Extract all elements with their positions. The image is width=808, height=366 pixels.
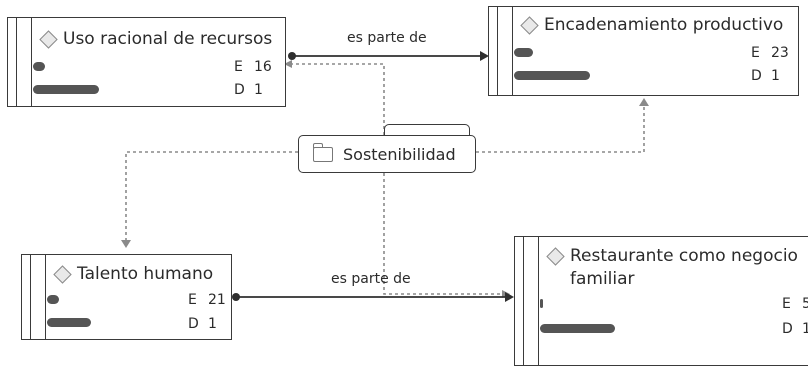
metric-d-value: 1: [802, 321, 808, 337]
metric-e-value: 5: [802, 296, 808, 312]
group-label: Sostenibilidad: [343, 144, 456, 164]
metric-e-label: E: [751, 45, 760, 61]
solid-link-top-arrowhead: [480, 51, 489, 61]
degree-bar: [540, 324, 615, 333]
dotted-link-to-uso: [292, 63, 385, 135]
node-title: Encadenamiento productivo: [544, 15, 784, 35]
metric-e-label: E: [234, 59, 243, 75]
density-bar: [540, 299, 543, 308]
degree-bar: [47, 318, 91, 327]
node-side-bar: [523, 237, 539, 365]
metric-e-label: E: [782, 296, 791, 312]
diamond-icon: [53, 265, 72, 284]
metric-e-value: 23: [771, 45, 789, 61]
solid-link-bottom-origin: [232, 293, 240, 301]
density-bar: [514, 48, 533, 57]
node-title: Uso racional de recursos: [63, 29, 273, 49]
node-side-bar: [497, 7, 513, 95]
diamond-icon: [39, 30, 58, 49]
dotted-link-to-encadenamiento: [476, 106, 645, 153]
density-bar: [33, 62, 45, 71]
relations-layer: [121, 51, 649, 302]
metric-d-value: 1: [771, 68, 780, 84]
dotted-arrowhead-uso: [284, 60, 292, 68]
node-title: Talento humano: [77, 264, 214, 284]
node-title-line-1: Restaurante como negocio: [570, 246, 798, 266]
group-folder-tab: [384, 124, 470, 137]
diamond-icon: [546, 247, 565, 266]
folder-icon: [312, 142, 333, 162]
metric-d-label: D: [751, 68, 762, 84]
solid-link-top-origin: [288, 52, 296, 60]
metric-d-label: D: [782, 321, 793, 337]
solid-link-bottom-arrowhead: [505, 292, 514, 302]
diamond-icon: [520, 16, 539, 35]
metric-e: E 21: [188, 292, 226, 308]
metric-d-label: D: [188, 316, 199, 332]
density-bar: [47, 295, 59, 304]
group-sostenibilidad[interactable]: Sostenibilidad: [298, 135, 476, 173]
dotted-link-to-restaurante: [383, 173, 502, 295]
relation-label-top: es parte de: [347, 30, 427, 46]
dotted-arrowhead-encadenamiento: [639, 98, 649, 106]
metric-d-value: 1: [254, 82, 263, 98]
dotted-link-to-talento: [125, 151, 298, 240]
metric-e-value: 16: [254, 59, 272, 75]
node-title-line-2: familiar: [570, 269, 635, 289]
metric-e: E 16: [234, 59, 272, 75]
metric-d-label: D: [234, 82, 245, 98]
metric-d-value: 1: [208, 316, 217, 332]
node-side-bar: [30, 255, 46, 339]
dotted-arrowhead-talento: [121, 240, 131, 248]
degree-bar: [514, 71, 590, 80]
metric-e-value: 21: [208, 292, 226, 308]
metric-e-label: E: [188, 292, 197, 308]
metric-e: E 23: [751, 45, 789, 61]
degree-bar: [33, 85, 99, 94]
relation-label-bottom: es parte de: [331, 271, 411, 287]
node-side-bar: [16, 18, 32, 106]
